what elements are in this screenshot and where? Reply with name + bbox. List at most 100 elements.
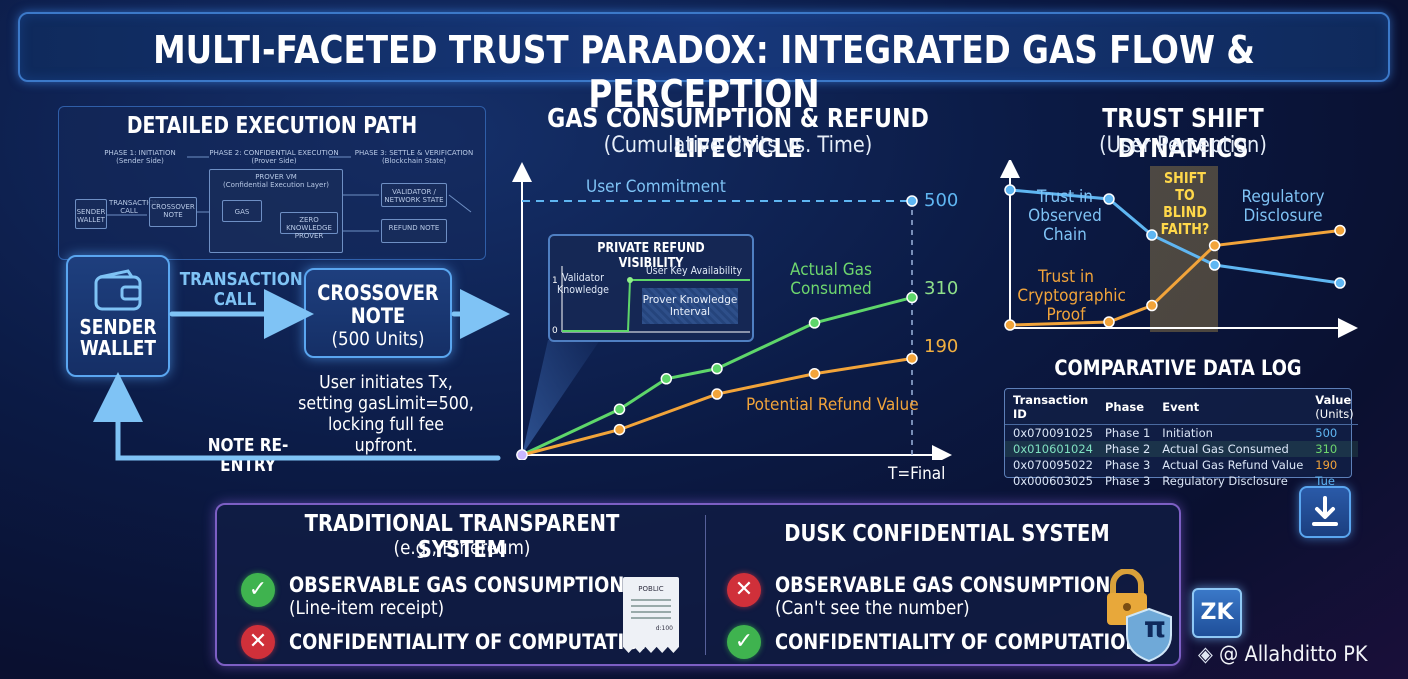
dusk-item-1: ✕ OBSERVABLE GAS CONSUMPTION (Can't see …: [727, 573, 1169, 619]
data-point: [1103, 316, 1115, 328]
origin-point: [516, 449, 528, 460]
data-point: [660, 373, 673, 385]
gas-chart: [512, 162, 952, 460]
gas-chart-subtitle: (Cumulative Units vs. Time): [603, 133, 873, 158]
zk-label: ZK: [1200, 600, 1234, 625]
mini-flow-arrows: [107, 156, 472, 232]
crossover-note-label: CROSSOVER NOTE: [317, 281, 439, 328]
execution-path-title: DETAILED EXECUTION PATH: [126, 113, 418, 139]
inset-plot: [561, 266, 750, 333]
blind-faith-label: SHIFT TO BLIND FAITH?: [1160, 169, 1210, 238]
data-point: [711, 362, 723, 375]
crypto-proof-label: Trust in Cryptographic Proof: [1017, 267, 1126, 325]
data-point: [906, 291, 918, 304]
data-log-table: Transaction ID Phase Event Value (Units)…: [1004, 388, 1358, 488]
user-initiates-text: User initiates Tx, setting gasLimit=500,…: [298, 372, 474, 456]
gas-chart-title: GAS CONSUMPTION & REFUND LIFECYCLE: [547, 104, 929, 164]
gas-series-group: [516, 195, 918, 460]
transaction-call-label: TRANSACTION CALL: [179, 269, 303, 310]
lock-shield-icon: [1107, 569, 1172, 663]
inset-title: PRIVATE REFUND VISIBILITY: [597, 241, 705, 271]
dusk-item-2: ✓ CONFIDENTIALITY OF COMPUTATION: [727, 625, 1205, 659]
trust-chart: [1000, 160, 1358, 338]
data-point: [1004, 319, 1016, 331]
end-value-500: 500: [924, 190, 959, 211]
series-line-1: [521, 296, 913, 457]
visibility-beam: [522, 340, 600, 455]
main-flow-arrows: [93, 289, 510, 461]
comparison-panel: TRADITIONAL TRANSPARENT SYSTEM (e.g., Et…: [215, 503, 1181, 666]
data-point: [906, 195, 918, 207]
diamond-icon: ◈: [1198, 642, 1213, 666]
cross-icon: ✕: [727, 573, 761, 607]
data-point: [1334, 224, 1346, 237]
actual-gas-label: Actual Gas Consumed: [789, 260, 872, 299]
data-point: [711, 388, 723, 400]
observed-chain-label: Trust in Observed Chain: [1028, 187, 1102, 245]
trust-series-group: [1004, 184, 1346, 331]
data-point: [1334, 277, 1346, 289]
dusk-title: DUSK CONFIDENTIAL SYSTEM: [784, 521, 1110, 547]
col-transaction-id: Transaction ID: [1005, 389, 1097, 425]
mini-crossover-note: CROSSOVER NOTE: [149, 197, 197, 227]
traditional-item-2: ✕ CONFIDENTIALITY OF COMPUTATION: [241, 625, 719, 659]
data-point: [1208, 239, 1221, 252]
col-phase: Phase: [1096, 389, 1155, 425]
traditional-item-1: ✓ OBSERVABLE GAS CONSUMPTION (Line-item …: [241, 573, 683, 619]
inset-user-key-label: User Key Availability: [645, 265, 743, 277]
data-point: [808, 317, 821, 329]
check-icon: ✓: [241, 573, 275, 607]
data-point: [1146, 229, 1158, 241]
inset-prover-interval: Prover Knowledge Interval: [642, 288, 738, 324]
sender-wallet-node[interactable]: SENDER WALLET: [66, 255, 170, 377]
page-title: MULTI-FACETED TRUST PARADOX: INTEGRATED …: [153, 28, 1255, 116]
crossover-units: (500 Units): [331, 328, 425, 350]
end-value-190: 190: [924, 336, 959, 357]
data-point: [1103, 193, 1115, 205]
data-point: [1208, 259, 1221, 271]
inset-validator-label: Validator Knowledge: [557, 272, 609, 296]
col-event: Event: [1154, 389, 1308, 425]
data-log-title: COMPARATIVE DATA LOG: [1054, 356, 1302, 380]
trust-chart-subtitle: (User Perception): [1099, 133, 1267, 158]
mini-sender-wallet: SENDER WALLET: [75, 199, 107, 229]
phase-2-label: PHASE 2: CONFIDENTIAL EXECUTION(Prover S…: [209, 149, 339, 165]
data-point: [613, 403, 626, 416]
watermark: ◈ @ Allahditto PK: [1198, 642, 1368, 666]
end-value-310: 310: [924, 278, 959, 299]
inset-tick-0: 0: [552, 326, 558, 336]
wallet-icon: [94, 269, 142, 311]
regulatory-disclosure-label: Regulatory Disclosure: [1241, 187, 1325, 226]
traditional-title: TRADITIONAL TRANSPARENT SYSTEM: [304, 511, 620, 563]
cross-icon: ✕: [241, 625, 275, 659]
crossover-note-node[interactable]: CROSSOVER NOTE (500 Units): [304, 268, 452, 358]
phase-1-label: PHASE 1: INITIATION(Sender Side): [104, 149, 176, 165]
data-point: [1146, 299, 1158, 312]
data-point: [1004, 184, 1016, 196]
inset-tick-1: 1: [552, 276, 558, 286]
comparison-divider: [705, 515, 706, 655]
commitment-label: User Commitment: [586, 177, 726, 197]
execution-path-panel: DETAILED EXECUTION PATH PHASE 1: INITIAT…: [58, 106, 486, 260]
mini-validator: VALIDATOR / NETWORK STATE: [381, 183, 447, 207]
traditional-sub: (e.g., Ethereum): [393, 537, 531, 559]
check-icon: ✓: [727, 625, 761, 659]
sender-wallet-label: SENDER WALLET: [79, 315, 157, 360]
mini-prover-vm: PROVER VM (Confidential Execution Layer)…: [209, 169, 343, 253]
data-point: [808, 367, 821, 380]
refund-value-label: Potential Refund Value: [746, 395, 919, 415]
zk-badge: ZK: [1192, 588, 1242, 638]
receipt-icon: POBLIC d:100: [623, 577, 679, 653]
refund-visibility-inset: PRIVATE REFUND VISIBILITY Validator Know…: [548, 234, 754, 342]
data-point: [906, 352, 918, 365]
mini-call-label: TRANSACTION CALL: [109, 199, 160, 215]
download-icon: [1312, 496, 1338, 526]
col-value: Value (Units): [1307, 389, 1358, 425]
download-button[interactable]: [1299, 486, 1351, 538]
phase-3-label: PHASE 3: SETTLE & VERIFICATION(Blockchai…: [354, 149, 474, 165]
data-point: [613, 423, 626, 436]
t-final-label: T=Final: [888, 464, 946, 484]
